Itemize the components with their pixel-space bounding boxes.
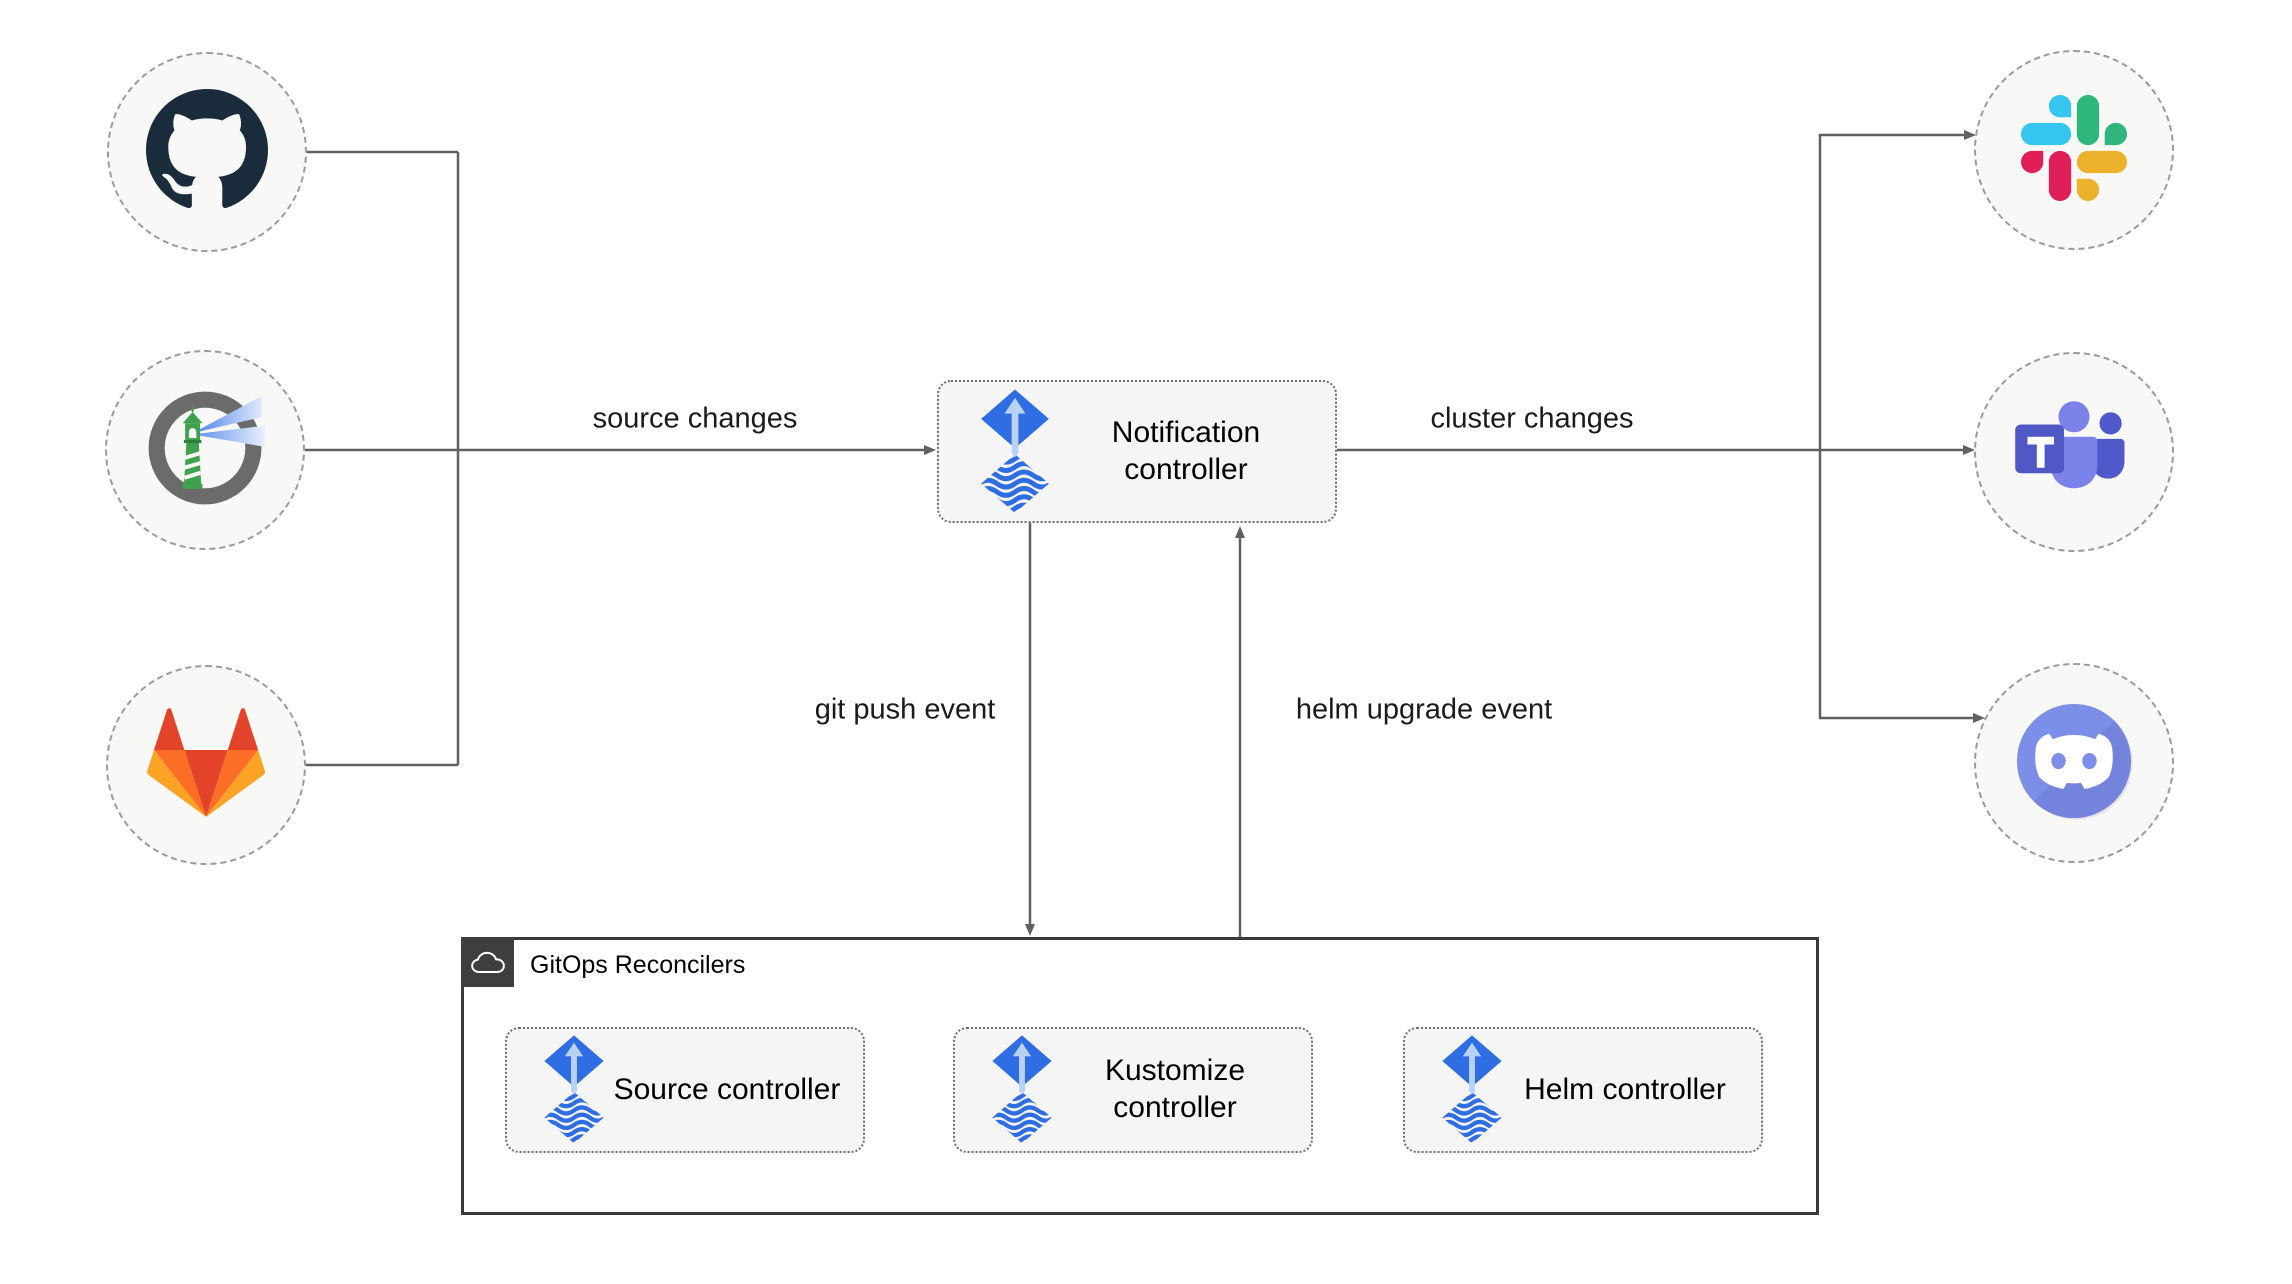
- edge-label-helm-upgrade-event: helm upgrade event: [1291, 693, 1557, 727]
- discord-icon: [2012, 699, 2136, 828]
- helm-controller-node: Helm controller: [1403, 1027, 1763, 1153]
- edge-label-cluster-changes: cluster changes: [1426, 402, 1638, 436]
- flux-icon: [989, 1034, 1055, 1146]
- source-controller-label: Source controller: [613, 1072, 841, 1106]
- github-node: [107, 52, 307, 252]
- discord-node: [1974, 663, 2174, 863]
- kustomize-controller-label: Kustomize controller: [1104, 1054, 1246, 1124]
- slack-node: [1974, 50, 2174, 250]
- notification-controller-label: Notification controller: [1111, 415, 1261, 486]
- edge-label-git-push-event: git push event: [810, 693, 1000, 727]
- flux-icon: [541, 1034, 607, 1146]
- flux-icon: [977, 388, 1053, 516]
- gitlab-icon: [147, 708, 265, 822]
- notification-controller-node: Notification controller: [937, 380, 1337, 523]
- source-controller-node: Source controller: [505, 1027, 865, 1153]
- gitlab-node: [106, 665, 306, 865]
- teams-icon: [2013, 394, 2135, 511]
- harbor-icon: [143, 386, 267, 515]
- edge-label-source-changes: source changes: [588, 402, 802, 436]
- edge-sources-merge: [306, 150, 460, 767]
- teams-node: [1974, 352, 2174, 552]
- slack-icon: [2021, 94, 2127, 206]
- gitops-reconcilers-title: GitOps Reconcilers: [530, 951, 746, 979]
- harbor-node: [105, 350, 305, 550]
- github-icon: [146, 88, 268, 216]
- edge-cluster-changes-slack: [1818, 130, 1976, 450]
- helm-controller-label: Helm controller: [1524, 1072, 1726, 1106]
- flux-icon: [1439, 1034, 1505, 1146]
- kustomize-controller-node: Kustomize controller: [953, 1027, 1313, 1153]
- edge-cluster-changes-discord: [1818, 450, 1985, 723]
- cloud-icon: [461, 937, 514, 987]
